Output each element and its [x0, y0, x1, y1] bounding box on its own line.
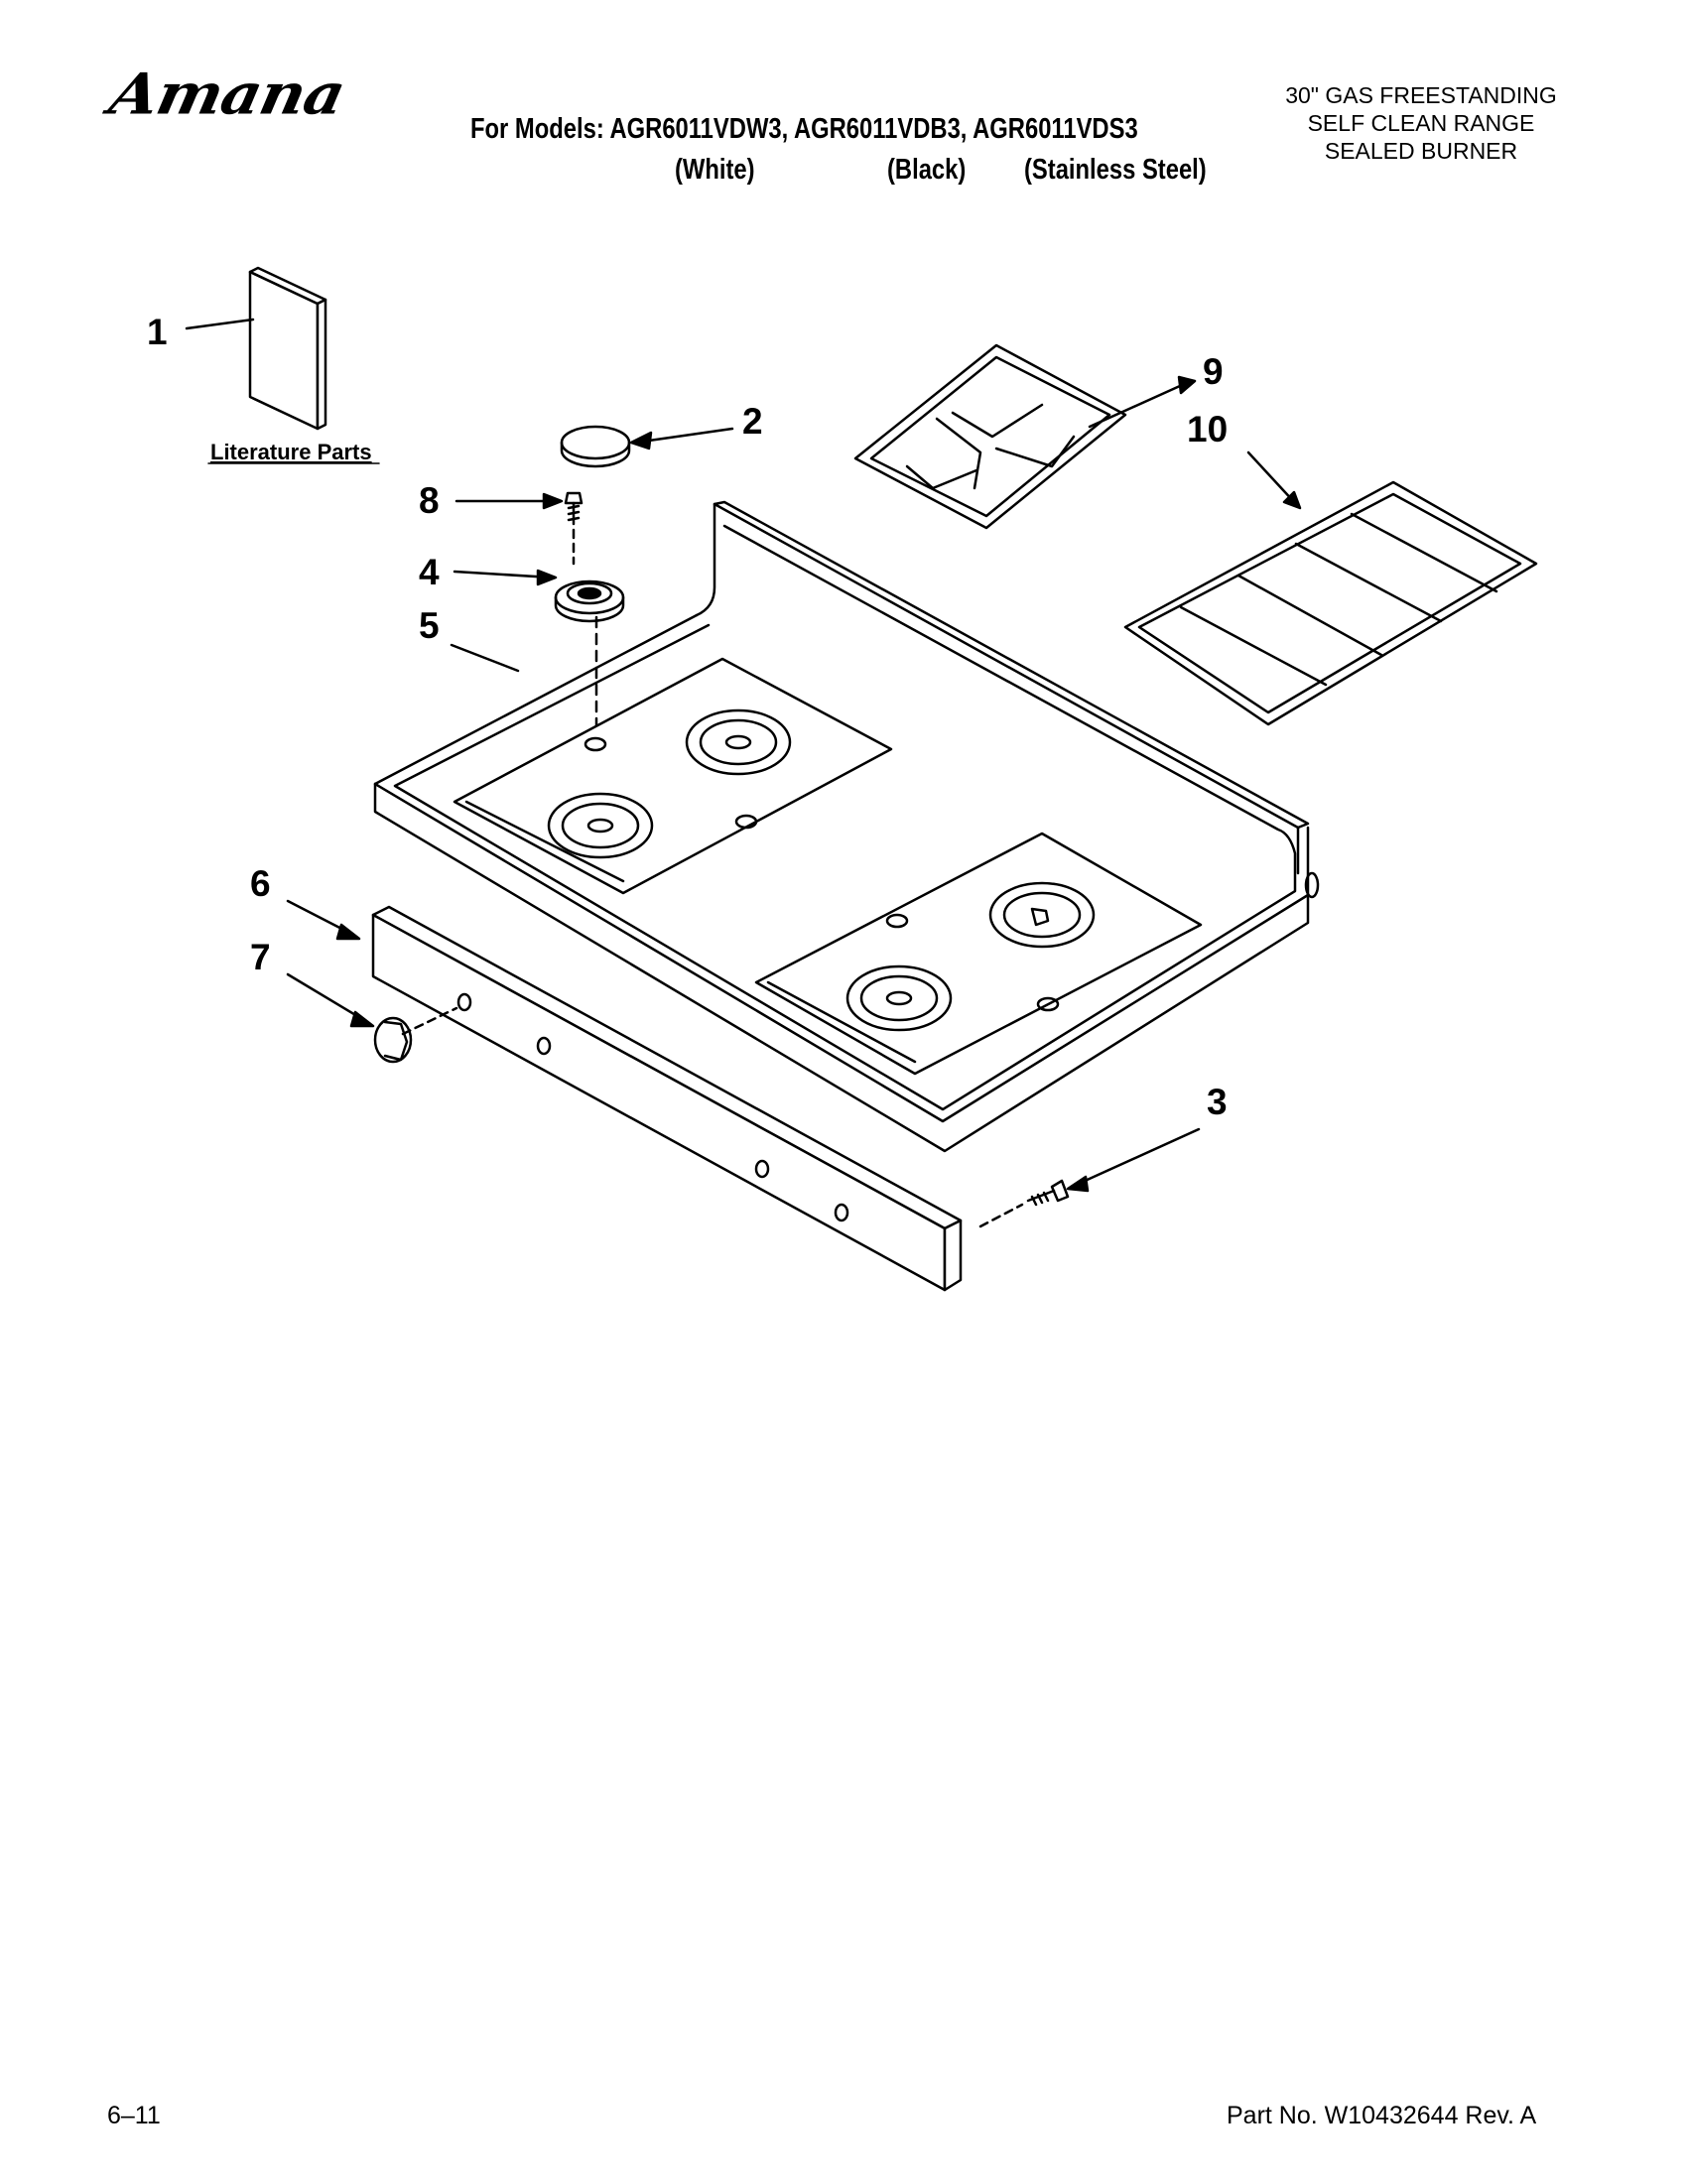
square-burner-grate — [853, 343, 1197, 530]
callout-8: 8 — [419, 480, 440, 521]
finish-black: (Black) — [887, 154, 967, 186]
callout-6: 6 — [250, 863, 271, 904]
finish-white: (White) — [675, 154, 755, 186]
models-line: For Models: AGR6011VDW3, AGR6011VDB3, AG… — [470, 113, 1138, 145]
callout-3: 3 — [1207, 1082, 1228, 1122]
finish-stainless: (Stainless Steel) — [1024, 154, 1207, 186]
rectangular-grate — [1123, 450, 1538, 726]
literature-parts-label: Literature Parts — [210, 440, 372, 464]
control-knob — [286, 972, 458, 1064]
cooktop-main-top — [373, 500, 1320, 1153]
arrow-5 — [450, 643, 520, 673]
callout-5: 5 — [419, 605, 440, 646]
literature-booklet — [185, 266, 327, 431]
screw-part-3 — [978, 1127, 1201, 1228]
burner-base — [453, 569, 625, 806]
product-line-1: 30" GAS FREESTANDING — [1285, 82, 1557, 108]
part-number: Part No. W10432644 Rev. A — [1227, 2102, 1537, 2129]
burner-cap — [560, 425, 734, 468]
control-panel-strip — [286, 899, 963, 1292]
callout-10: 10 — [1187, 409, 1229, 450]
callout-7: 7 — [250, 937, 271, 977]
callout-4: 4 — [419, 552, 440, 592]
product-line-3: SEALED BURNER — [1324, 138, 1518, 164]
product-description: 30" GAS FREESTANDING SELF CLEAN RANGE SE… — [1252, 81, 1590, 165]
screw-part-8 — [454, 491, 584, 566]
callout-1: 1 — [147, 312, 168, 352]
callout-9: 9 — [1203, 351, 1224, 392]
page-number: 6–11 — [107, 2102, 161, 2129]
product-line-2: SELF CLEAN RANGE — [1307, 110, 1535, 136]
callout-2: 2 — [742, 401, 763, 442]
